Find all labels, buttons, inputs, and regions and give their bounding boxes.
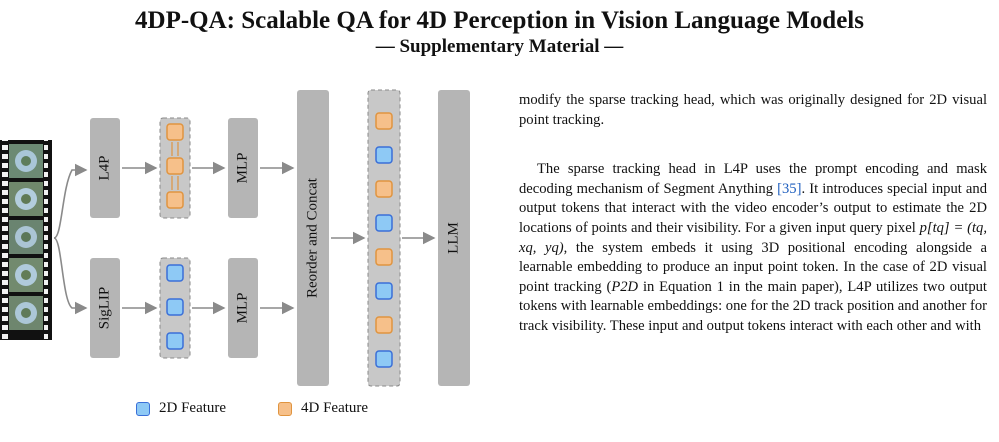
- mlp-bottom-label: MLP: [234, 292, 251, 324]
- architecture-diagram: [0, 89, 470, 387]
- video-frame: [9, 220, 43, 254]
- citation-35[interactable]: [35]: [777, 180, 802, 197]
- feature-token-2d: [375, 146, 393, 164]
- combined-feature-group: [367, 89, 401, 387]
- feature-token-2d: [375, 350, 393, 368]
- l4p-label: L4P: [96, 155, 113, 181]
- branch-arrow-top: [53, 163, 88, 239]
- mlp-bottom-block: [228, 258, 258, 358]
- feature-token-2d: [166, 332, 184, 350]
- siglip-label: SigLIP: [96, 286, 113, 330]
- feature-token-2d: [166, 264, 184, 282]
- legend-swatch-2d: [136, 401, 150, 416]
- paragraph-2-text-c: , the system embeds it using 3D position…: [519, 239, 987, 295]
- paragraph-2-text-a: The sparse tracking head in L4P uses the…: [519, 161, 987, 197]
- feature-token-4d: [375, 112, 393, 130]
- paper-title: 4DP-QA: Scalable QA for 4D Perception in…: [135, 7, 864, 34]
- feature-token-2d: [375, 214, 393, 232]
- math-query-pixel: p[tq] = (tq, xq, yq): [519, 219, 987, 256]
- legend-2d-feature: 2D Feature: [136, 400, 226, 417]
- paragraph-1: modify the sparse tracking head, which w…: [519, 92, 987, 128]
- feature-token-2d: [166, 298, 184, 316]
- paragraph-2: The sparse tracking head in L4P uses the…: [519, 160, 987, 336]
- llm-label: LLM: [445, 222, 462, 254]
- feature-token-4d: [166, 191, 184, 209]
- feature-token-4d: [375, 316, 393, 334]
- feature-token-4d: [166, 157, 184, 175]
- paragraph-2-text-b: . It introduces special input and output…: [519, 180, 987, 236]
- feature-token-4d: [166, 123, 184, 141]
- legend-4d-feature: 4D Feature: [278, 400, 368, 417]
- feature-token-4d: [375, 180, 393, 198]
- paper-subtitle: — Supplementary Material —: [375, 36, 624, 57]
- reorder-concat-block: [297, 90, 329, 386]
- architecture-figure: L4P SigLIP MLP MLP Reorder and Concat LL…: [0, 80, 500, 442]
- reorder-concat-label: Reorder and Concat: [304, 178, 321, 298]
- video-frame: [9, 144, 43, 178]
- feature-token-4d: [375, 248, 393, 266]
- branch-arrow-bottom: [53, 237, 88, 315]
- llm-block: [438, 90, 470, 386]
- mlp-top-label: MLP: [234, 152, 251, 184]
- math-p2d: P2D: [611, 278, 639, 295]
- video-frame: [9, 296, 43, 330]
- l4p-block: [90, 118, 120, 218]
- token-link-arrows: [171, 142, 179, 190]
- legend-swatch-4d: [278, 401, 292, 416]
- video-frame: [9, 258, 43, 292]
- video-film-strip: [0, 140, 52, 340]
- legend-label-2d: 2D Feature: [159, 400, 227, 416]
- video-frame: [9, 182, 43, 216]
- siglip-block: [90, 258, 120, 358]
- feature-token-2d: [375, 282, 393, 300]
- legend-label-4d: 4D Feature: [301, 400, 369, 416]
- mlp-top-block: [228, 118, 258, 218]
- body-text: modify the sparse tracking head, which w…: [519, 91, 987, 337]
- paragraph-2-text-d: in Equation 1 in the main paper), L4P ut…: [519, 278, 987, 334]
